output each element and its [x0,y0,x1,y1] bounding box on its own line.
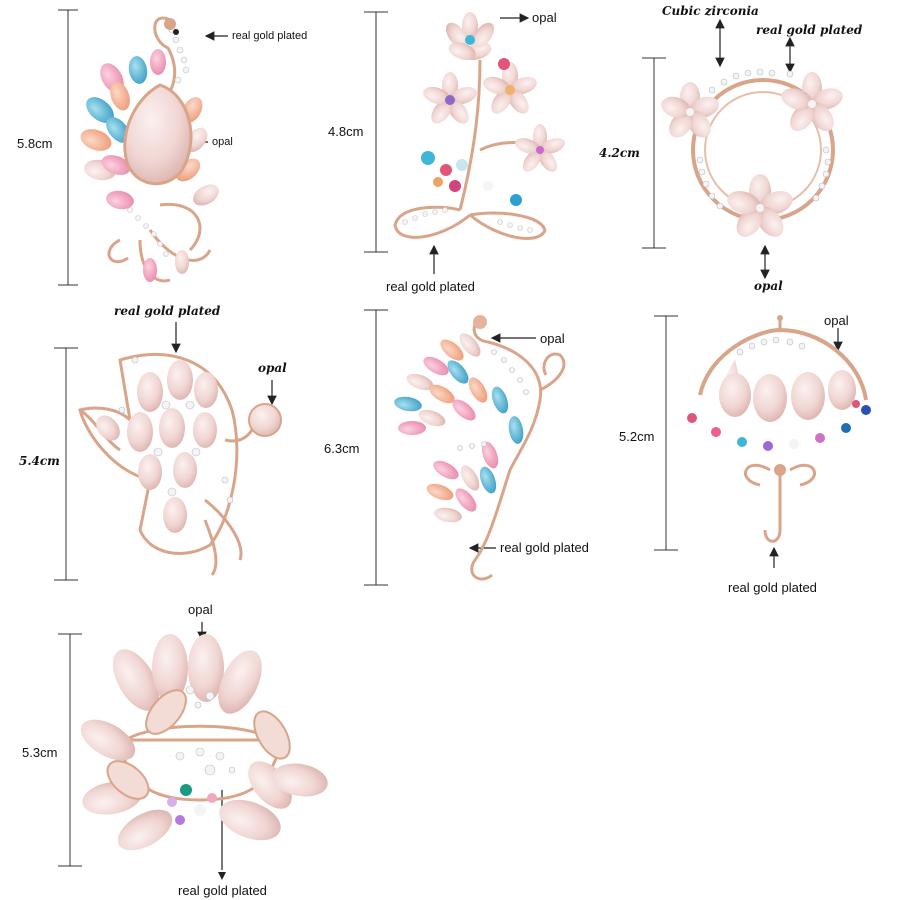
size-label-bouquet: 4.8cm [328,124,364,139]
leaf-bouquet-brooch [80,634,328,851]
label-gold-fairy: real gold plated [114,304,221,318]
umbrella-brooch [687,315,871,543]
label-opal-peacock: opal [212,136,233,148]
label-cz-wreath: Cubic zirconia [662,4,759,18]
size-label-butterfly: 6.3cm [324,441,360,456]
label-gold-umbrella: real gold plated [728,580,817,595]
label-gold-bouquet: real gold plated [386,279,475,294]
measurement-lines [54,9,678,867]
label-opal-butterfly: opal [540,331,565,346]
fairy-brooch [78,352,282,576]
size-label-umbrella: 5.2cm [619,429,655,444]
label-opal-fairy: opal [258,361,287,375]
size-label-peacock: 5.8cm [17,136,53,151]
size-label-fairy: 5.4cm [19,454,60,468]
label-opal-wreath: opal [754,279,783,293]
size-label-leaf-bouquet: 5.3cm [22,745,58,760]
label-opal-leaf-bouquet: opal [188,602,213,617]
label-gold-leaf-bouquet: real gold plated [178,883,267,898]
butterfly-brooch [394,315,566,581]
size-label-wreath: 4.2cm [599,146,640,160]
label-gold-peacock: real gold plated [232,30,308,42]
flower-bouquet-brooch [393,12,565,240]
label-opal-umbrella: opal [824,313,849,328]
label-gold-butterfly: real gold plated [500,540,589,555]
peacock-brooch [80,16,219,283]
label-gold-wreath: real gold plated [756,23,863,37]
label-opal-bouquet: opal [532,10,557,25]
flower-wreath-brooch [661,68,843,237]
